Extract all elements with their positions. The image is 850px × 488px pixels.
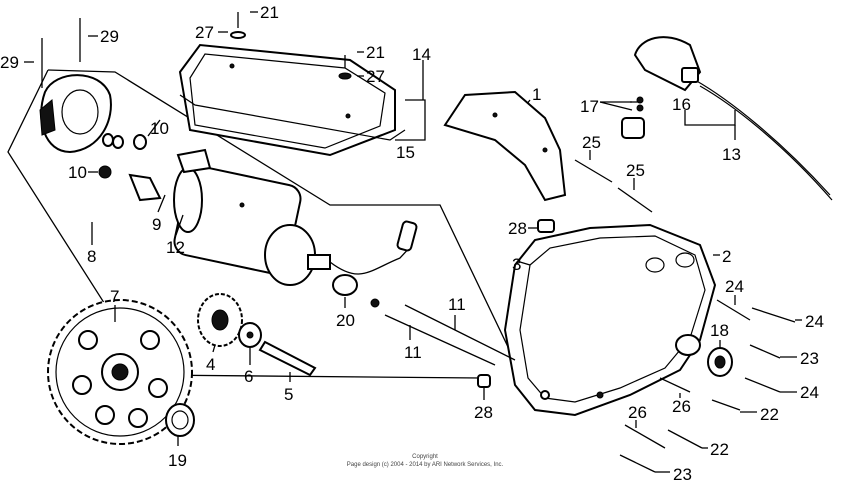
oil-seal — [165, 403, 195, 437]
small-gear — [197, 293, 243, 347]
dowel-pin-lower — [477, 374, 491, 388]
label-7: 7 — [110, 287, 119, 306]
label-17: 17 — [580, 97, 599, 116]
label-22-upper: 22 — [760, 405, 779, 424]
connector — [621, 96, 645, 139]
label-27-lower: 27 — [366, 67, 385, 86]
label-20: 20 — [336, 311, 355, 330]
label-13: 13 — [722, 145, 741, 164]
label-23-upper: 23 — [800, 349, 819, 368]
bearing — [707, 347, 733, 377]
bolts-lower-right — [619, 299, 796, 473]
dowel-pin-upper — [537, 219, 555, 233]
label-4: 4 — [206, 355, 215, 374]
starter-motor — [173, 165, 418, 286]
wire-harness — [633, 36, 833, 201]
copyright-line-1: Copyright — [412, 454, 438, 460]
washers — [98, 133, 212, 202]
leader-lines — [7, 60, 736, 379]
shroud-part — [443, 90, 567, 202]
washer-hole — [246, 331, 254, 339]
label-29-left: 29 — [0, 53, 19, 72]
label-24-bottom: 24 — [800, 383, 819, 402]
label-28-upper: 28 — [508, 219, 527, 238]
shaft — [258, 340, 317, 377]
callout-labels: 1 2 3 4 5 6 7 8 9 10 10 11 11 12 13 14 1… — [0, 3, 824, 484]
label-2: 2 — [722, 247, 731, 266]
label-leaders — [24, 11, 802, 473]
crankcase-cover — [503, 223, 717, 417]
label-15: 15 — [396, 143, 415, 162]
label-22-lower: 22 — [710, 440, 729, 459]
label-10-upper: 10 — [150, 119, 169, 138]
label-28-lower: 28 — [474, 403, 493, 422]
label-6: 6 — [244, 367, 253, 386]
label-21-upper: 21 — [260, 3, 279, 22]
cover-plate — [178, 43, 406, 157]
label-14: 14 — [412, 45, 431, 64]
label-3: 3 — [512, 255, 521, 274]
label-5: 5 — [284, 385, 293, 404]
long-bolts — [370, 298, 516, 366]
large-gear — [47, 299, 193, 445]
o-ring — [332, 274, 358, 296]
label-16: 16 — [672, 95, 691, 114]
label-11-upper: 11 — [448, 295, 466, 314]
label-18: 18 — [710, 321, 729, 340]
label-24-top: 24 — [725, 277, 744, 296]
label-25-right: 25 — [626, 161, 645, 180]
label-10-lower: 10 — [68, 163, 87, 182]
label-27-upper: 27 — [195, 23, 214, 42]
label-21-lower: 21 — [366, 43, 385, 62]
label-23-lower: 23 — [673, 465, 692, 484]
label-9: 9 — [152, 215, 161, 234]
bolts-25 — [574, 159, 653, 213]
label-29-right: 29 — [100, 27, 119, 46]
label-26-upper: 26 — [672, 397, 691, 416]
small-bolts — [41, 12, 352, 88]
label-8: 8 — [87, 247, 96, 266]
label-1: 1 — [532, 85, 541, 104]
copyright-line-2: Page design (c) 2004 - 2014 by ARI Netwo… — [347, 462, 504, 468]
bracket-housing — [39, 74, 112, 154]
label-25-left: 25 — [582, 133, 601, 152]
label-26-lower: 26 — [628, 403, 647, 422]
label-19: 19 — [168, 451, 187, 470]
label-24-middle: 24 — [805, 312, 824, 331]
label-11-lower: 11 — [404, 343, 422, 362]
label-12: 12 — [166, 238, 185, 257]
